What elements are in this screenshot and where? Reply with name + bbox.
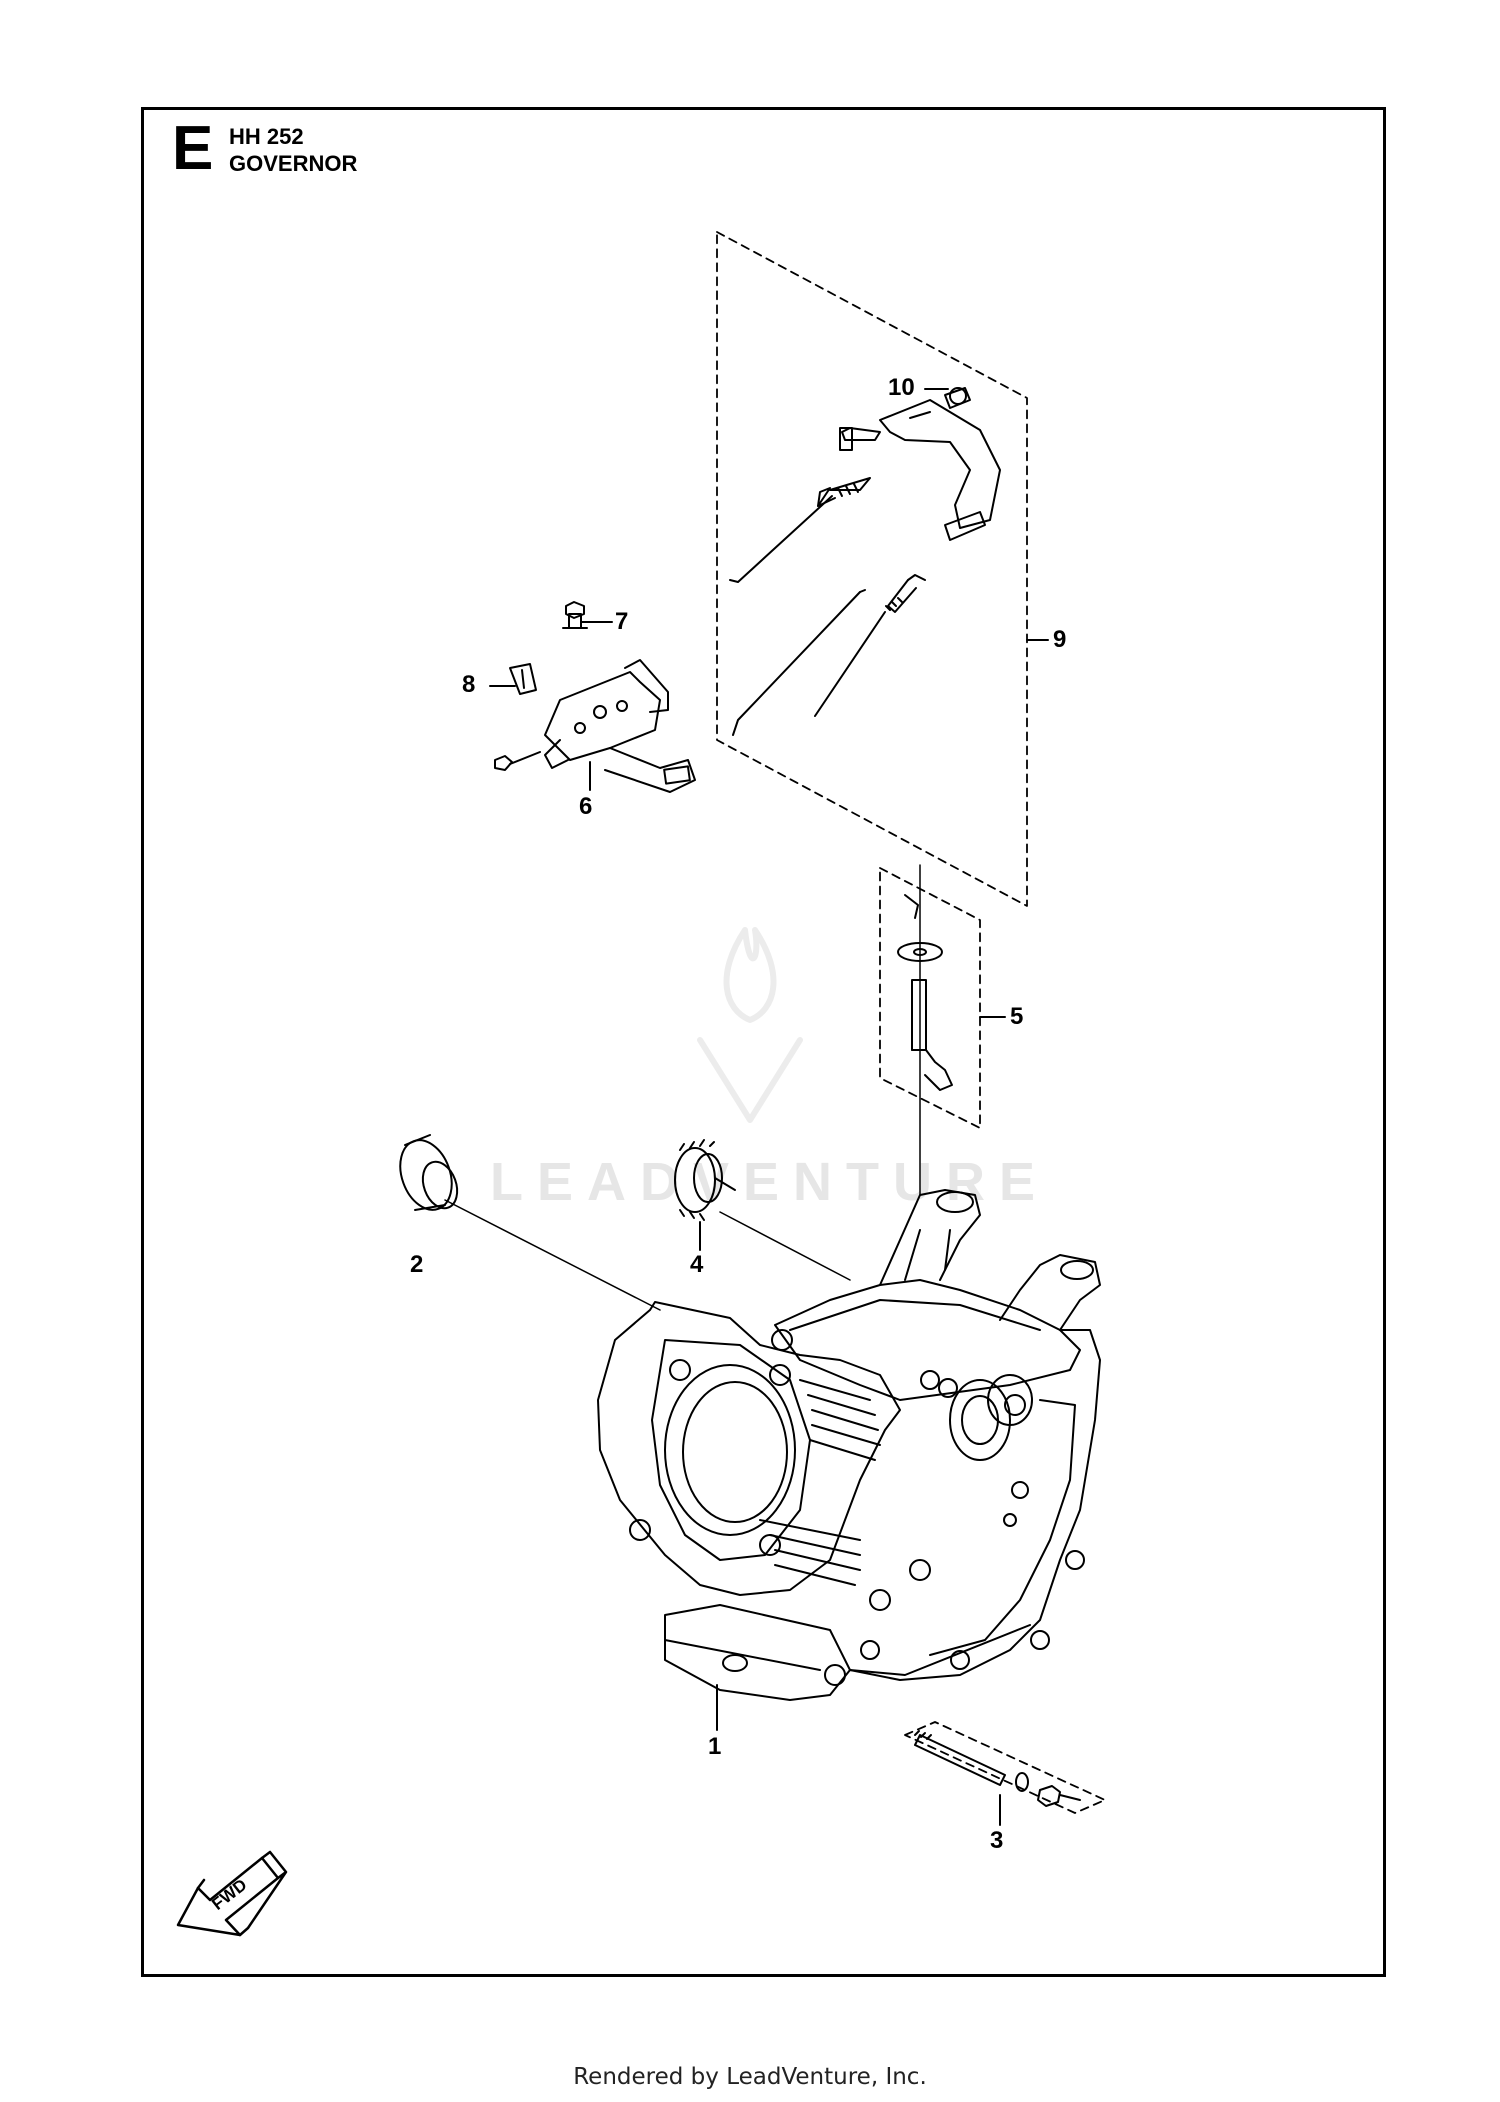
callout-3[interactable]: 3 bbox=[990, 1827, 1004, 1854]
part-5-governor-shaft bbox=[897, 894, 953, 1091]
part-3-shaft bbox=[914, 1730, 1081, 1807]
part-9-group-box bbox=[716, 231, 1028, 907]
model-label: HH 252 bbox=[229, 124, 304, 149]
callout-9[interactable]: 9 bbox=[1053, 626, 1067, 653]
diagram-title: GOVERNOR bbox=[229, 151, 358, 176]
watermark-text: LEADVENTURE bbox=[490, 1152, 1050, 1212]
part-5-group-box bbox=[879, 867, 981, 1129]
part-1-crankcase bbox=[597, 1189, 1101, 1701]
leader-4-line bbox=[719, 1211, 851, 1281]
callout-6[interactable]: 6 bbox=[579, 793, 593, 820]
callout-2[interactable]: 2 bbox=[410, 1251, 424, 1278]
fwd-arrow-icon bbox=[176, 1850, 288, 1937]
part-4-governor-gear bbox=[674, 1139, 736, 1221]
leader-2-line bbox=[444, 1199, 661, 1311]
callout-10[interactable]: 10 bbox=[888, 374, 915, 401]
part-2-oil-seal bbox=[399, 1134, 459, 1211]
diagram-frame bbox=[141, 107, 1386, 1977]
callout-1[interactable]: 1 bbox=[708, 1733, 722, 1760]
part-3-group-box bbox=[904, 1721, 1106, 1814]
callout-8[interactable]: 8 bbox=[462, 671, 476, 698]
callout-4[interactable]: 4 bbox=[690, 1251, 704, 1278]
part-8-clip bbox=[509, 663, 537, 695]
part-9-springs-rods bbox=[729, 477, 926, 736]
section-letter: E bbox=[172, 114, 214, 183]
callout-5[interactable]: 5 bbox=[1010, 1003, 1024, 1030]
part-6-control-plate bbox=[494, 659, 696, 793]
footer-credit: Rendered by LeadVenture, Inc. bbox=[573, 2064, 927, 2090]
watermark-logo bbox=[697, 927, 803, 1123]
part-7-bolt bbox=[562, 601, 588, 629]
callout-7[interactable]: 7 bbox=[615, 608, 629, 635]
part-10-lever bbox=[839, 387, 1001, 541]
